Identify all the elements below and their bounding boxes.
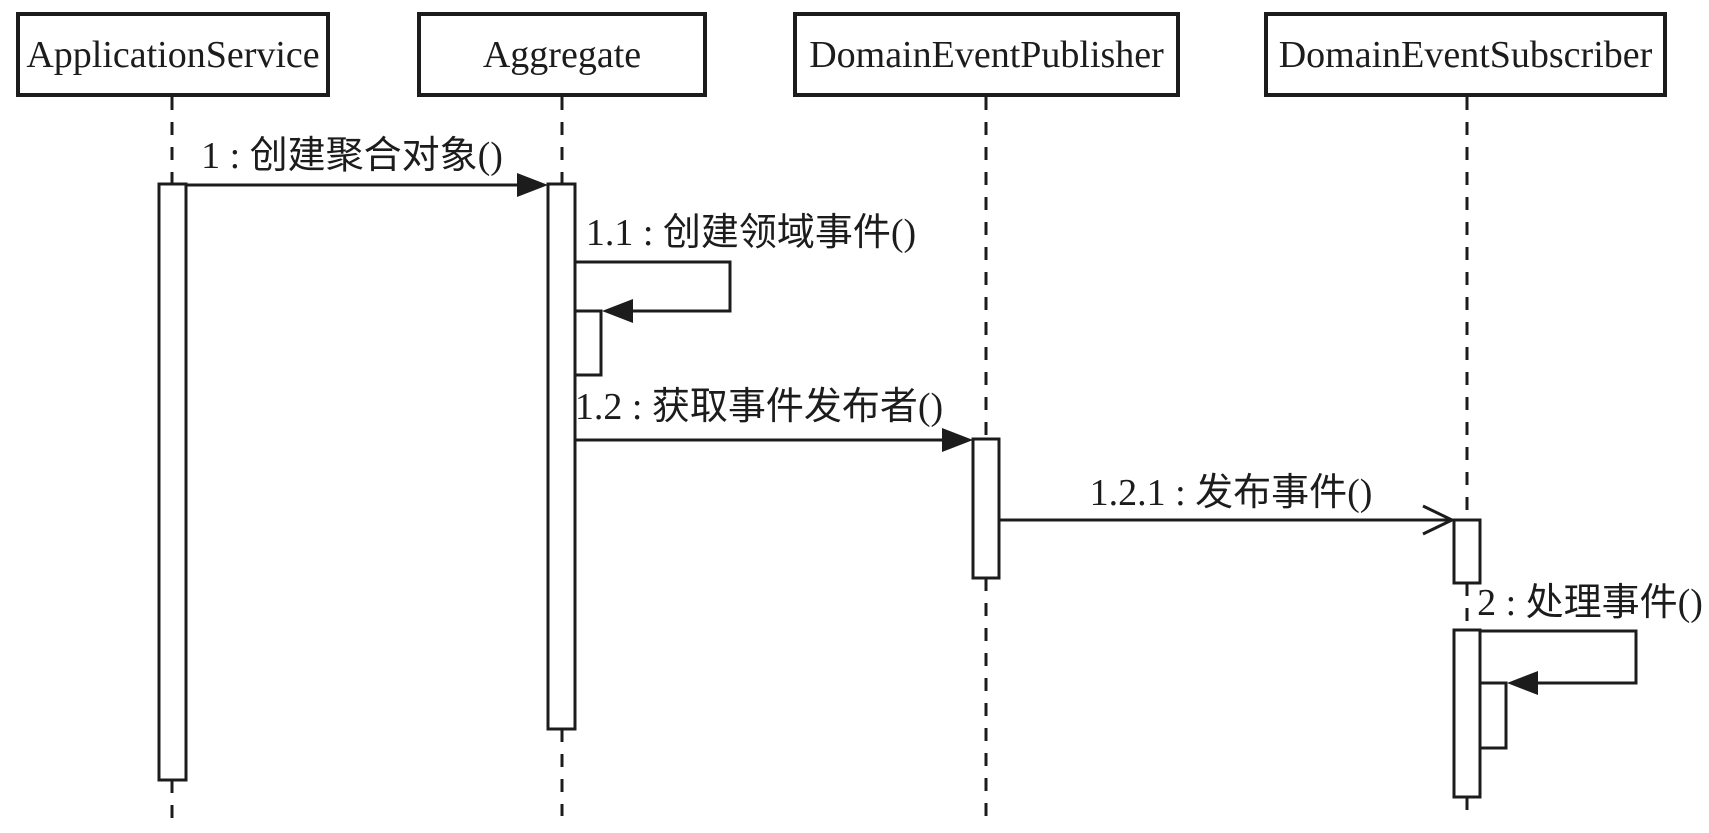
message-1-1-line — [575, 260, 732, 313]
actor-name: DomainEventSubscriber — [1278, 33, 1653, 76]
activation-bar-subscriber-1 — [1452, 518, 1482, 585]
open-arrowhead-icon — [1422, 504, 1456, 536]
message-2-label: 2 : 处理事件() — [1477, 582, 1703, 624]
actor-box-domaineventsubscriber: DomainEventSubscriber — [1264, 12, 1667, 97]
message-1-2-1-label: 1.2.1 : 发布事件() — [1089, 472, 1373, 514]
activation-bar-subscriber-2 — [1452, 628, 1482, 799]
actor-name: Aggregate — [482, 33, 642, 76]
filled-arrowhead-icon — [602, 299, 633, 323]
filled-arrowhead-icon — [942, 428, 973, 452]
actor-box-applicationservice: ApplicationService — [16, 12, 330, 97]
filled-arrowhead-icon — [1507, 671, 1538, 695]
activation-bar-aggregate-nested — [573, 309, 603, 377]
message-1-2-label: 1.2 : 获取事件发布者() — [574, 386, 944, 428]
activation-bar-publisher — [971, 437, 1001, 580]
activation-bar-applicationservice — [157, 182, 188, 782]
actor-box-domaineventpublisher: DomainEventPublisher — [793, 12, 1180, 97]
message-2-line — [1480, 629, 1638, 685]
activation-bar-aggregate — [546, 182, 577, 731]
activation-bar-subscriber-nested — [1478, 681, 1508, 750]
filled-arrowhead-icon — [517, 173, 548, 197]
actor-box-aggregate: Aggregate — [417, 12, 707, 97]
message-1-1-label: 1.1 : 创建领域事件() — [585, 212, 917, 254]
message-1-label: 1 : 创建聚合对象() — [201, 135, 503, 177]
actor-name: ApplicationService — [26, 33, 320, 76]
actor-name: DomainEventPublisher — [809, 33, 1164, 76]
